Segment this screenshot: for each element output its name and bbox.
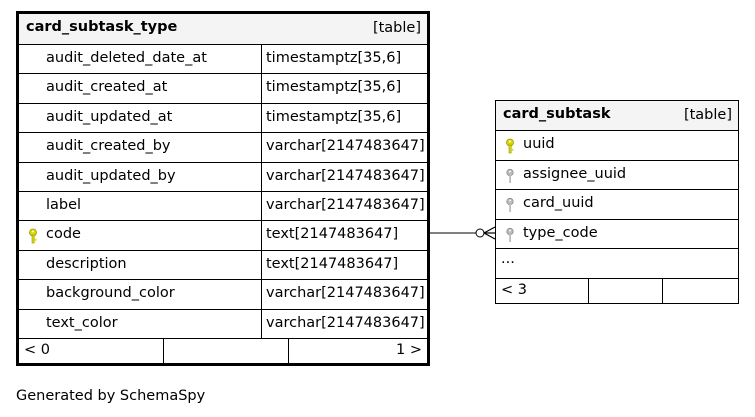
column-type: timestamptz[35,6]	[266, 50, 402, 66]
column-name: card_uuid	[523, 195, 594, 211]
column-type: timestamptz[35,6]	[266, 79, 402, 96]
column-type: text[2147483647]	[266, 255, 399, 272]
column-row-primary-key[interactable]: code text[2147483647]	[19, 221, 427, 251]
column-name: audit_deleted_date_at	[46, 50, 207, 66]
column-type: varchar[2147483647]	[266, 167, 425, 184]
column-name: description	[46, 255, 127, 272]
column-row[interactable]: description text[2147483647]	[19, 250, 427, 281]
table-name: card_subtask_type	[26, 19, 178, 35]
column-name: uuid	[523, 136, 555, 152]
column-row[interactable]: audit_updated_by varchar[2147483647]	[19, 162, 427, 192]
primary-key-icon	[29, 228, 37, 244]
footer-divider	[288, 338, 289, 363]
table-type-label: [table]	[683, 107, 732, 123]
column-name: label	[46, 196, 82, 213]
more-columns-ellipsis: ...	[501, 251, 515, 267]
footer-divider	[163, 338, 164, 363]
foreign-key-icon	[506, 227, 514, 242]
column-name: type_code	[523, 224, 598, 241]
foreign-key-icon	[506, 168, 514, 183]
primary-key-icon	[506, 138, 514, 154]
column-row[interactable]: background_color varchar[2147483647]	[19, 280, 427, 310]
column-row-foreign-key[interactable]: card_uuid	[496, 190, 738, 220]
column-row[interactable]: label varchar[2147483647]	[19, 191, 427, 222]
column-name: assignee_uuid	[523, 165, 627, 182]
column-name: audit_updated_by	[46, 167, 176, 184]
table-card-subtask-type[interactable]: card_subtask_type [table] audit_deleted_…	[16, 11, 430, 366]
column-type: timestamptz[35,6]	[266, 108, 402, 125]
table-name: card_subtask	[503, 106, 611, 122]
column-row[interactable]: audit_created_at timestamptz[35,6]	[19, 74, 427, 104]
column-type: varchar[2147483647]	[266, 138, 425, 155]
table-header: card_subtask_type [table]	[19, 14, 427, 45]
children-count[interactable]: < 3	[501, 281, 527, 298]
column-row[interactable]: text_color varchar[2147483647]	[19, 309, 427, 339]
foreign-key-icon	[506, 197, 514, 212]
column-name: code	[46, 226, 81, 243]
column-type: varchar[2147483647]	[266, 314, 425, 331]
column-name: background_color	[46, 285, 175, 302]
column-row[interactable]: audit_created_by varchar[2147483647]	[19, 133, 427, 163]
column-name: audit_created_by	[46, 138, 171, 155]
column-name: audit_updated_at	[46, 108, 173, 125]
column-row[interactable]: audit_updated_at timestamptz[35,6]	[19, 103, 427, 134]
generated-by-credit: Generated by SchemaSpy	[16, 388, 206, 404]
children-count[interactable]: < 0	[24, 341, 50, 358]
crowfoot-bottom	[483, 232, 496, 240]
column-row[interactable]: audit_deleted_date_at timestamptz[35,6]	[19, 45, 427, 75]
footer-divider	[588, 278, 589, 303]
table-type-label: [table]	[372, 20, 421, 36]
column-name: text_color	[46, 314, 118, 331]
table-card-subtask[interactable]: card_subtask [table] uuid assignee_uuid	[495, 100, 739, 304]
column-row-foreign-key[interactable]: type_code	[496, 220, 738, 249]
column-type: varchar[2147483647]	[266, 196, 425, 213]
more-columns-row[interactable]: ...	[496, 249, 738, 279]
table-footer: < 0 1 >	[19, 338, 427, 363]
table-footer: < 3	[496, 278, 738, 303]
table-header: card_subtask [table]	[496, 101, 738, 131]
column-type: varchar[2147483647]	[266, 285, 425, 302]
column-name: audit_created_at	[46, 79, 168, 96]
parents-count[interactable]: 1 >	[396, 341, 422, 358]
column-type: text[2147483647]	[266, 226, 399, 243]
column-row-foreign-key[interactable]: assignee_uuid	[496, 161, 738, 190]
zero-or-many-circle	[475, 228, 485, 238]
footer-divider	[662, 278, 663, 303]
column-row-primary-key[interactable]: uuid	[496, 131, 738, 161]
crowfoot-top	[483, 226, 496, 234]
